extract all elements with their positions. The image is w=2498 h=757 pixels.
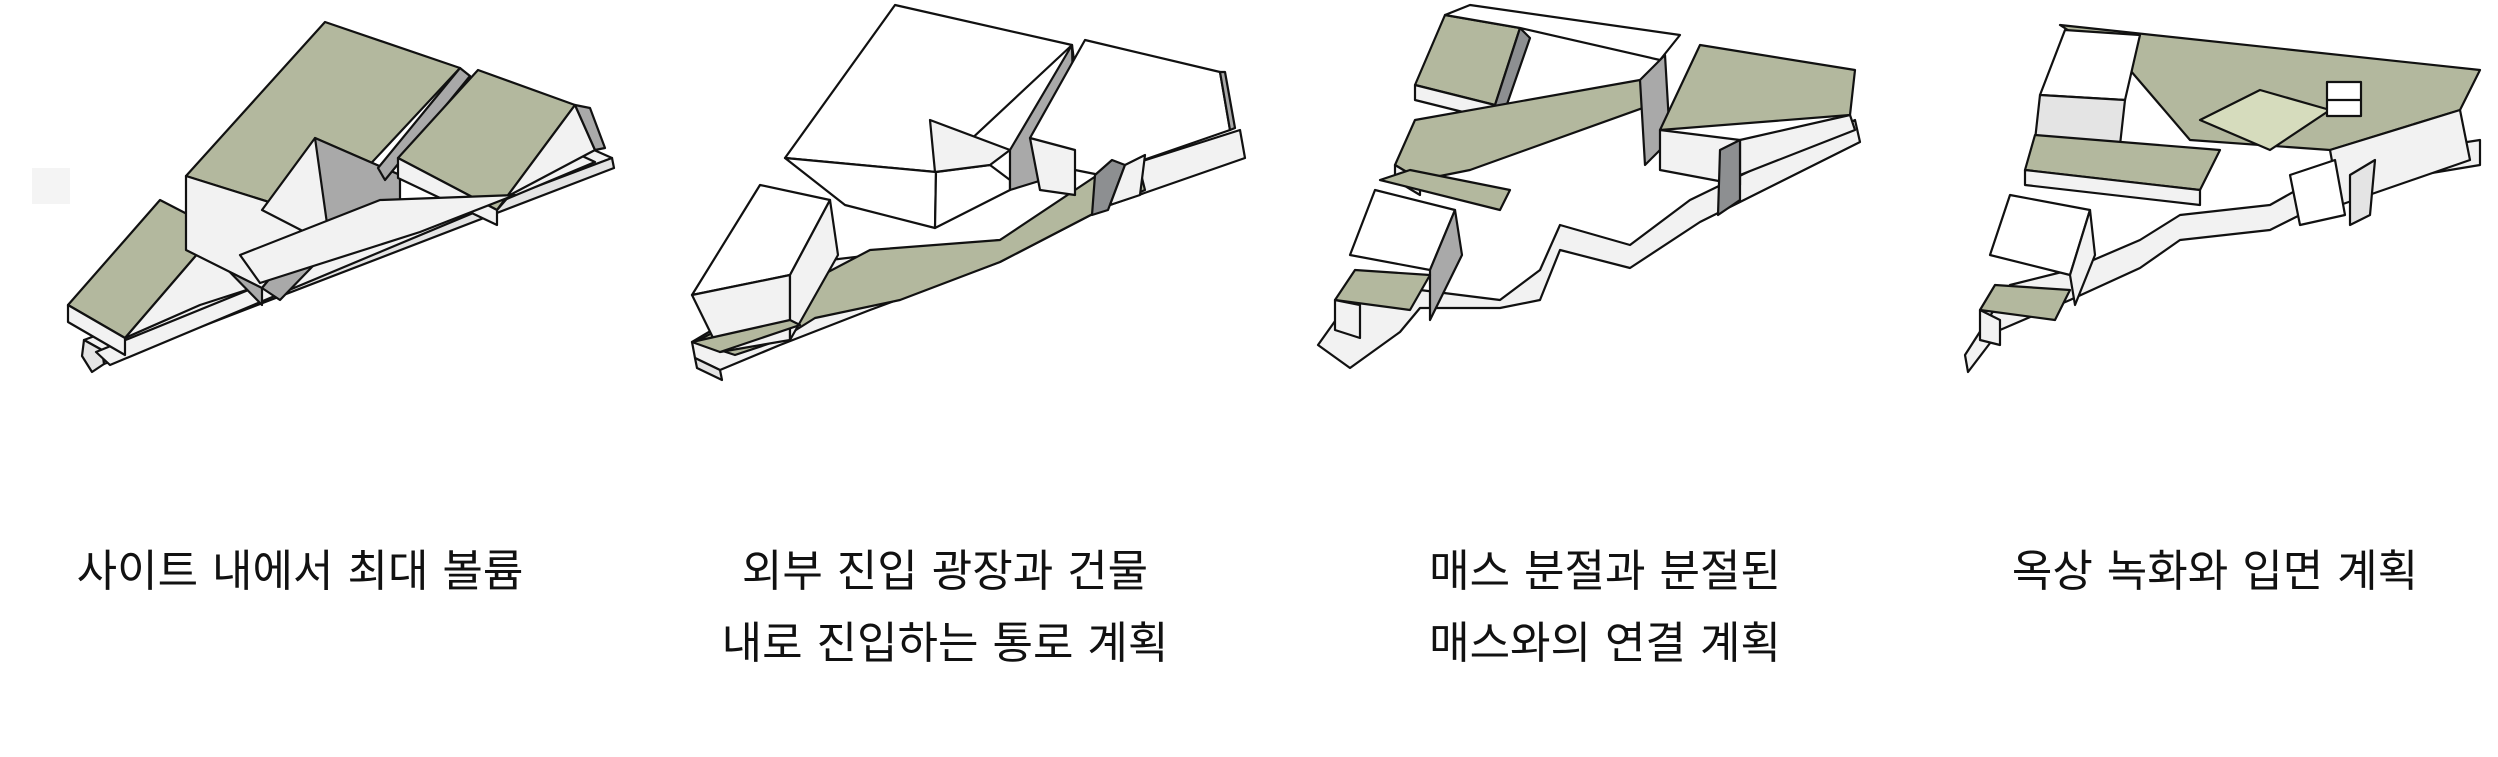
caption-line: 매스와의 연결 계획 [1429,618,1781,669]
massing-entry-plaza-illustration [690,3,1247,382]
caption-line: 옥상 녹화와 입면 계획 [2011,546,2419,597]
caption-line: 내로 진입하는 통로 계획 [721,618,1169,669]
caption-split-and-connect: 매스 분절과 분절된 매스와의 연결 계획 [1305,536,1905,680]
caption-entry-plaza: 외부 진입 광장과 건물 내로 진입하는 통로 계획 [650,536,1240,680]
caption-line: 외부 진입 광장과 건물 [741,546,1149,597]
caption-line: 매스 분절과 분절된 [1429,546,1781,597]
caption-maximum-volume: 사이트 내에서 최대 볼륨 [0,536,600,608]
massing-split-and-connect-illustration [1316,3,1862,370]
caption-line: 사이트 내에서 최대 볼륨 [76,546,524,597]
massing-rooftop-garden-illustration [1963,23,2482,374]
caption-rooftop-garden: 옥상 녹화와 입면 계획 [1930,536,2498,608]
massing-maximum-volume-illustration [32,20,616,374]
